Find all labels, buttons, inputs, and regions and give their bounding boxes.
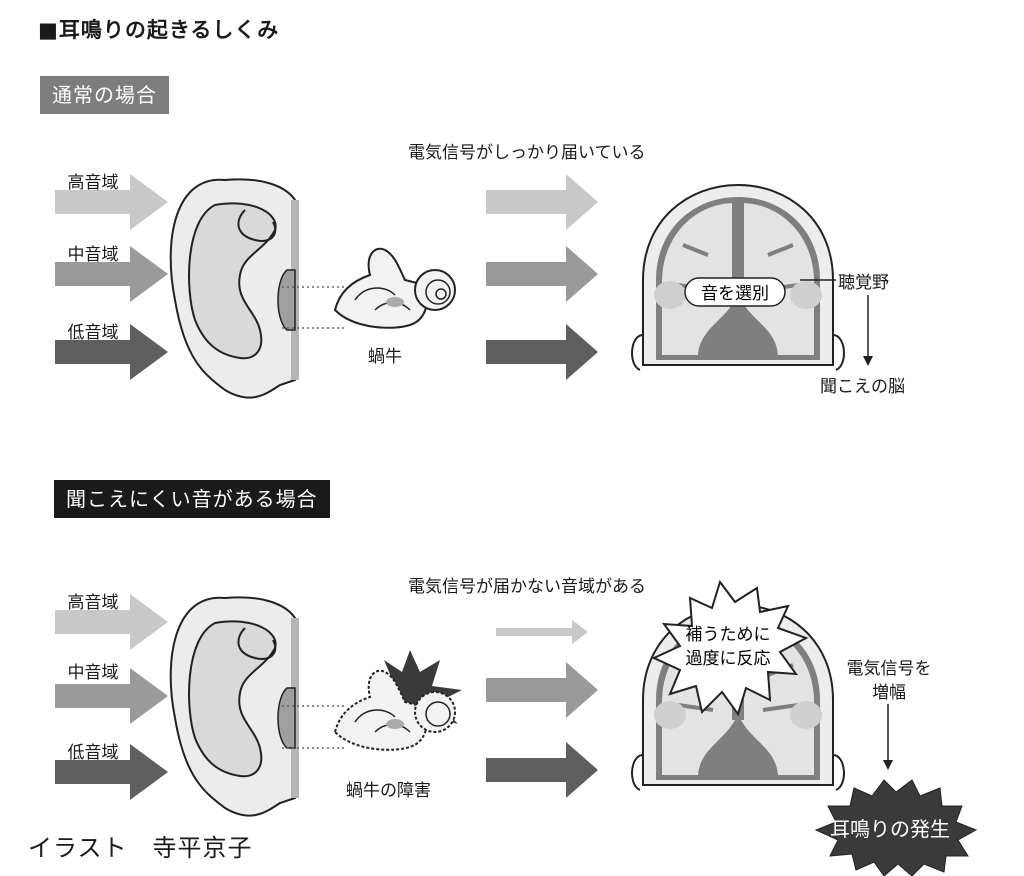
signal-caption-impaired: 電気信号が届かない音域がある [408,577,646,597]
cochlea-label: 蝸牛 [368,347,402,367]
cochlea-impaired-label: 蝸牛の障害 [346,781,431,801]
band-label-low: 低音域 [67,743,119,763]
band-label-mid: 中音域 [67,245,119,265]
auditory-cortex-label: 聴覚野 [838,273,889,293]
band-label-low: 低音域 [67,323,119,343]
band-label-high: 高音域 [67,173,119,193]
page-title: ■耳鳴りの起きるしくみ [38,18,280,42]
illustration-credit: イラスト 寺平京子 [28,834,253,862]
amplify-label-line1: 電気信号を [846,659,932,679]
section-header-impaired: 聞こえにくい音がある場合 [54,480,330,518]
amplify-label-line2: 増幅 [872,683,906,703]
tinnitus-result-label: 耳鳴りの発生 [830,817,950,841]
band-label-mid: 中音域 [67,663,119,683]
hearing-brain-label: 聞こえの脳 [820,377,905,397]
burst-label-line2: 過度に反応 [686,649,771,669]
brain-select-label: 音を選別 [701,284,769,304]
band-label-high: 高音域 [67,593,119,613]
section-header-normal: 通常の場合 [40,76,169,114]
burst-label-line1: 補うために [686,625,771,645]
signal-caption-normal: 電気信号がしっかり届いている [408,143,646,163]
